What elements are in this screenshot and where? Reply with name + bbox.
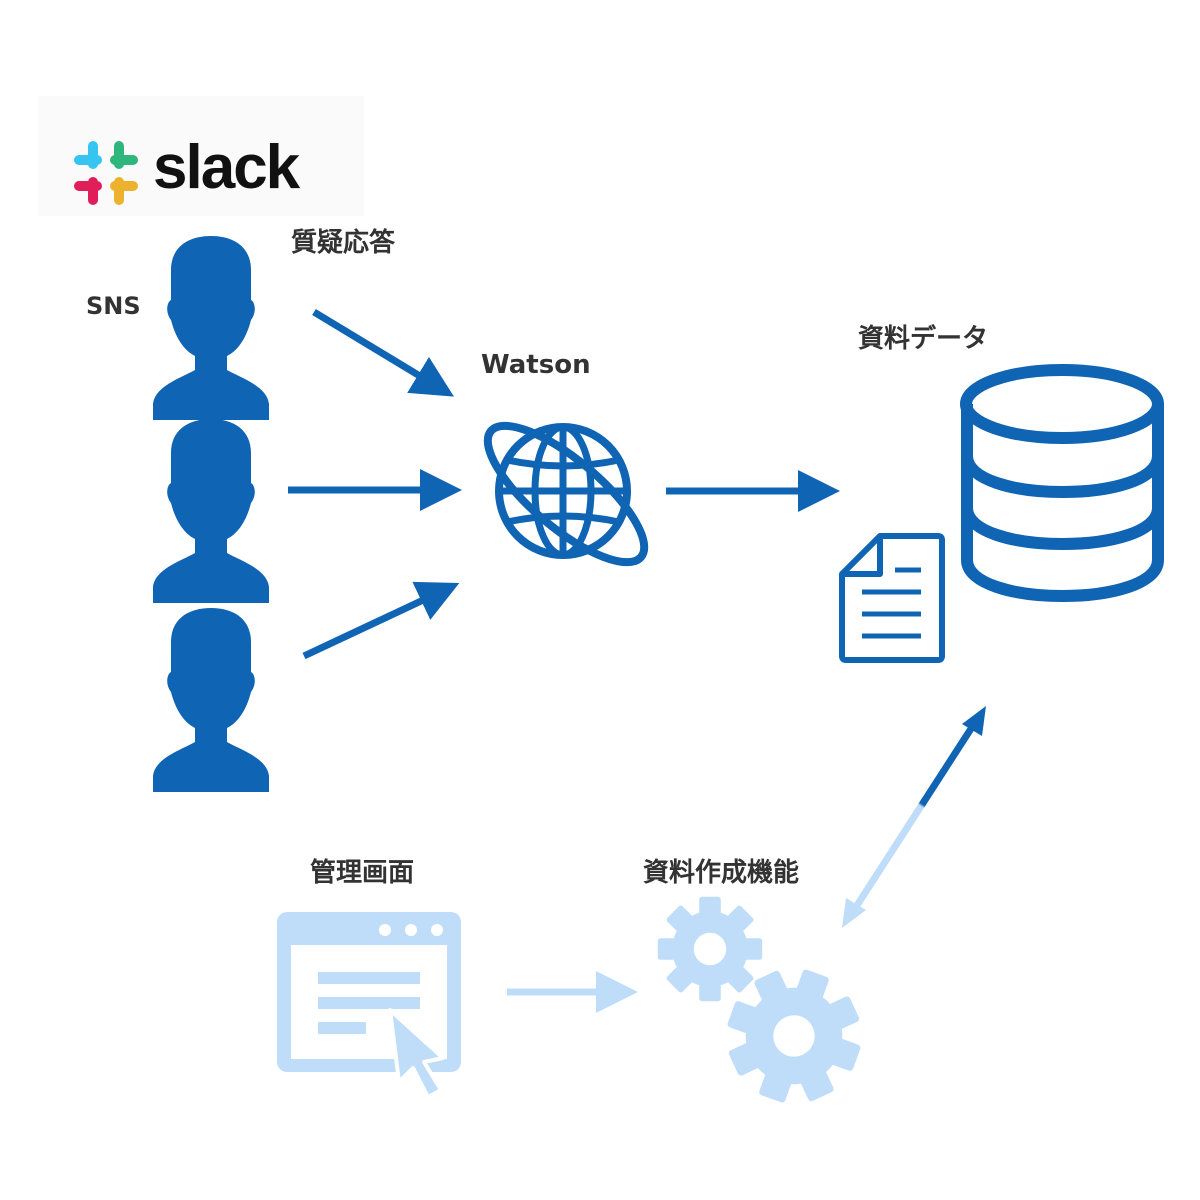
user-icon	[153, 236, 269, 420]
admin-label: 管理画面	[310, 858, 415, 888]
gears-icon	[657, 896, 880, 1122]
globe-icon	[483, 421, 649, 567]
data-label: 資料データ	[858, 324, 989, 354]
arrowhead-down	[842, 898, 866, 928]
slack-logo-icon	[74, 141, 138, 205]
qa-label: 質疑応答	[291, 228, 396, 258]
arrow-user3-to-watson	[302, 581, 460, 660]
sns-label: SNS	[86, 292, 141, 320]
document-icon	[839, 533, 945, 663]
arrow-user1-to-watson	[312, 309, 454, 397]
slack-logo-text: slack	[153, 133, 300, 202]
user-icon	[153, 608, 269, 792]
arrowhead-up	[962, 706, 986, 736]
browser-window-icon	[277, 912, 461, 1099]
user-icon	[153, 419, 269, 603]
database-icon	[960, 364, 1164, 602]
watson-label: Watson	[481, 350, 591, 380]
arrow-data-docfunction	[851, 722, 977, 912]
doc-function-label: 資料作成機能	[643, 858, 800, 888]
slack-logo	[38, 96, 364, 216]
